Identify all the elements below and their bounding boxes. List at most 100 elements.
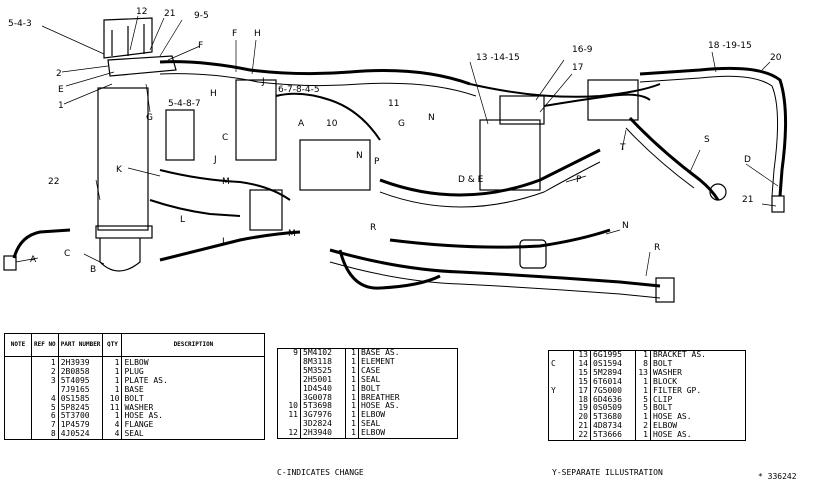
hose-s-edge: [625, 127, 695, 189]
cell-ref: 6: [31, 412, 59, 422]
cell-qty: 4: [102, 420, 122, 431]
cell-part: 5M3525: [300, 366, 346, 376]
cell-ref: [278, 385, 301, 394]
cell-ref: 19: [573, 404, 591, 414]
callout-13-14-15: 13 -14-15: [476, 53, 520, 63]
callout-h: H: [254, 29, 261, 39]
callout-f: F: [198, 41, 203, 51]
cell-part: 2H5001: [300, 375, 346, 385]
callout-17: 17: [572, 63, 583, 73]
filter-head: [499, 95, 545, 125]
callout-c: C: [222, 133, 228, 143]
callout-12: 12: [136, 7, 147, 17]
cell-part: 1D4540: [300, 384, 346, 394]
cell-ref: 21: [573, 421, 591, 432]
cell-part: 0S1594: [590, 359, 636, 369]
cell-note: [5, 412, 32, 421]
cell-desc: BOLT: [121, 394, 265, 404]
cell-desc: BOLT: [650, 404, 746, 414]
cell-part: 7G5000: [590, 386, 636, 396]
cell-desc: SEAL: [358, 375, 458, 385]
cell-note: [5, 386, 32, 395]
hose-s: [628, 116, 720, 201]
cell-desc: FLANGE: [121, 420, 265, 431]
hose-s-fitting: [709, 183, 727, 201]
callout-m: M: [222, 177, 230, 187]
callout-d: D: [744, 155, 751, 165]
hose-r-end: [655, 277, 675, 303]
cell-part: 5M4102: [300, 348, 346, 358]
cell-qty: 1: [102, 385, 122, 395]
cell-part: 5M2894: [590, 368, 636, 378]
callout-16-9: 16-9: [572, 45, 593, 55]
header-note: NOTE: [4, 333, 32, 357]
flange-7: [519, 239, 547, 269]
callout-21: 21: [164, 9, 175, 19]
header-ref-no: REF NO: [31, 333, 59, 357]
cell-desc: WASHER: [121, 403, 265, 413]
cell-ref: 1: [31, 356, 59, 368]
hose-p: [379, 148, 601, 197]
cell-desc: SEAL: [121, 429, 265, 440]
callout-2: 2: [56, 69, 62, 79]
cell-qty: 2: [635, 421, 651, 432]
cell-qty: 1: [345, 428, 359, 439]
callout-l-2: L: [222, 237, 227, 247]
cell-qty: 13: [635, 368, 651, 378]
cell-qty: 1: [102, 412, 122, 422]
cell-ref: 18: [573, 395, 591, 405]
filter-outlet: [543, 93, 651, 107]
upper-hose: [159, 60, 471, 86]
cell-note: [5, 377, 32, 386]
cell-note: [549, 396, 574, 405]
canister-bottom-hose: [99, 238, 141, 272]
cell-desc: HOSE AS.: [121, 412, 265, 422]
hose-22: [12, 228, 71, 259]
cell-part: 5T3666: [590, 430, 636, 441]
callout-10: 10: [326, 119, 338, 129]
canister-base: [95, 225, 153, 239]
cell-note: [549, 404, 574, 413]
cell-desc: ELBOW: [358, 410, 458, 421]
header-description: DESCRIPTION: [121, 333, 265, 357]
cell-note: [5, 430, 32, 439]
callout-l: L: [180, 215, 185, 225]
callout-t: T: [619, 143, 626, 153]
cell-part: 5P8245: [57, 403, 103, 413]
cell-desc: ELBOW: [358, 428, 458, 439]
cell-qty: 11: [102, 403, 122, 413]
cell-note: [5, 357, 32, 368]
cell-desc: PLUG: [121, 367, 265, 377]
cell-part: 3D2824: [300, 419, 346, 430]
cell-desc: BASE: [121, 385, 265, 395]
filter-canister: [97, 87, 149, 231]
hose-r: [329, 248, 661, 288]
hose-assembly-6: [338, 249, 441, 290]
cell-desc: CASE: [358, 366, 458, 376]
cell-qty: 1: [635, 386, 651, 396]
hose-20-edge: [639, 75, 779, 197]
cell-ref: [278, 358, 301, 367]
cell-ref: 10: [288, 401, 298, 411]
cell-note: [5, 404, 32, 413]
cell-qty: 1: [635, 377, 651, 387]
elbow-11-housing: [299, 139, 371, 191]
callout-f-2: F: [232, 29, 237, 39]
cell-qty: 4: [102, 429, 122, 440]
cell-note: [5, 421, 32, 430]
cell-part: 0S1585: [57, 394, 103, 404]
elbow-21: [771, 195, 785, 213]
cell-ref: 9: [293, 348, 298, 357]
